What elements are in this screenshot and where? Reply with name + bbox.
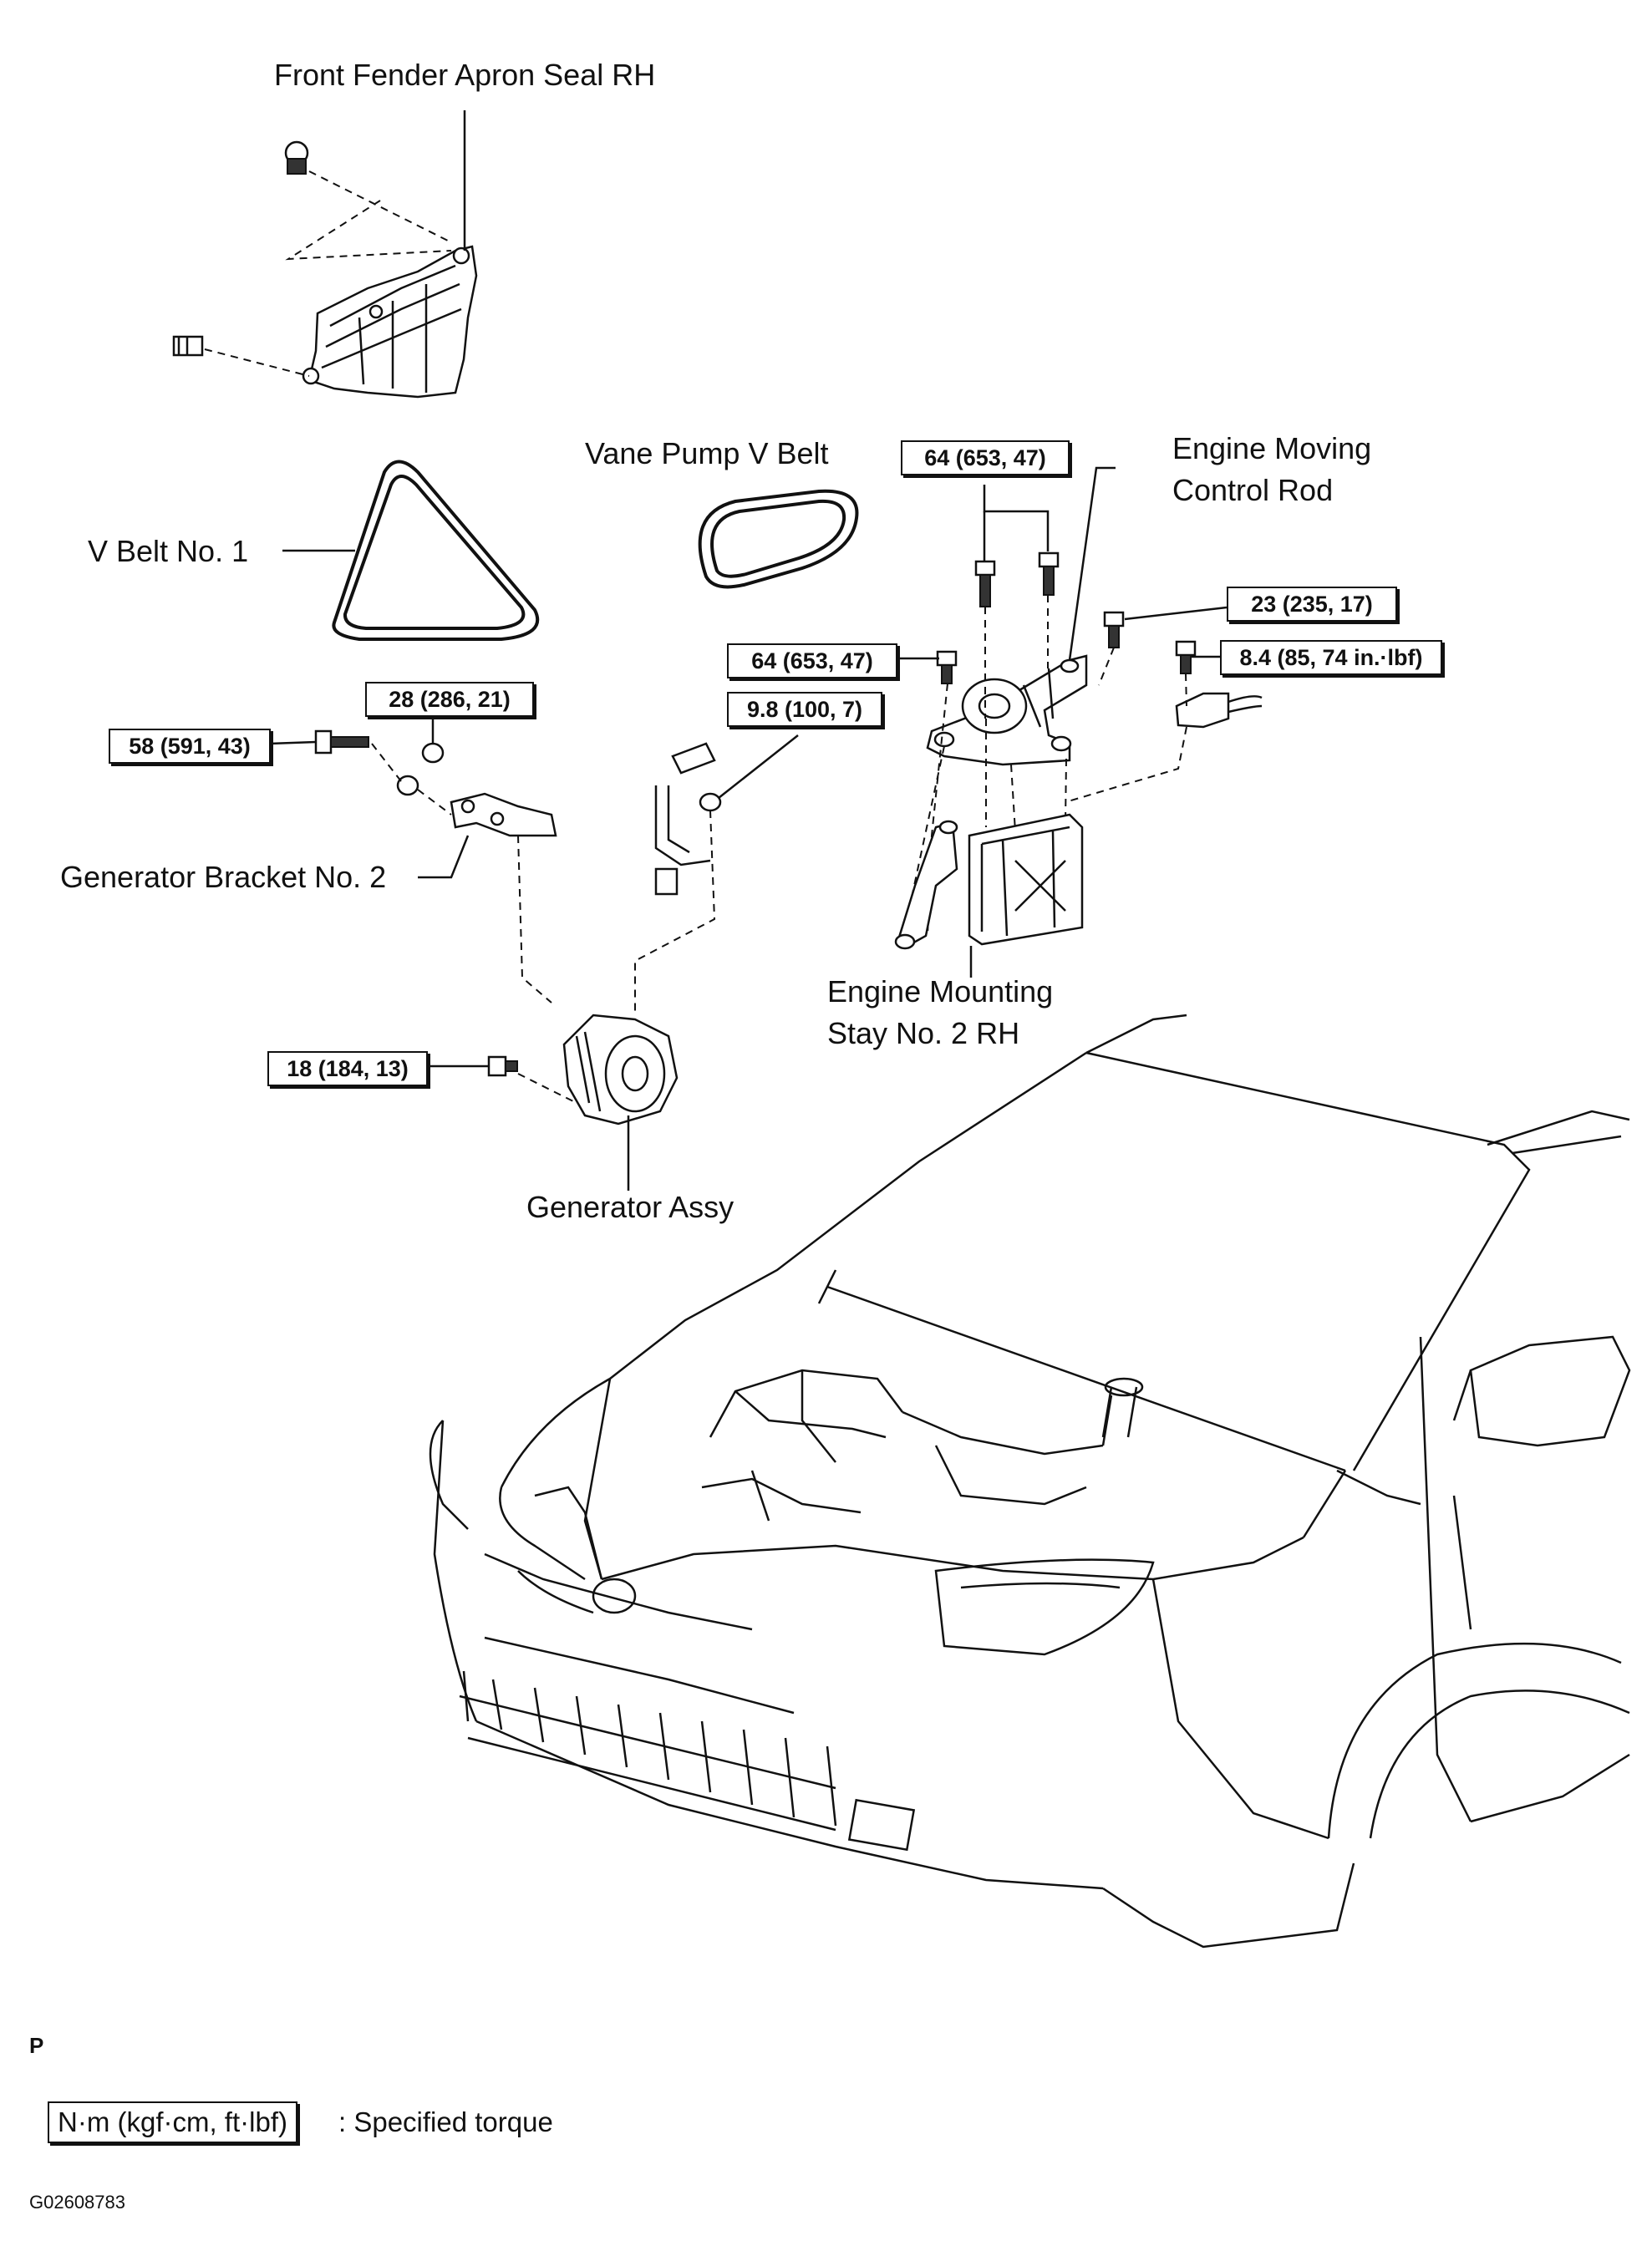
torque-box-connector-bolt: 8.4 (85, 74 in.·lbf) bbox=[1220, 640, 1442, 675]
corner-mark: P bbox=[29, 2033, 44, 2058]
nut-icon-bracket bbox=[396, 742, 445, 796]
nut-icon-terminal bbox=[699, 792, 722, 812]
figure-code: G02608783 bbox=[29, 2192, 125, 2213]
label-engine-moving-control-rod-line2: Control Rod bbox=[1172, 473, 1334, 507]
label-generator-assy: Generator Assy bbox=[526, 1190, 735, 1224]
bolt-icon-stay bbox=[936, 650, 958, 684]
torque-box-terminal-nut: 9.8 (100, 7) bbox=[727, 692, 882, 727]
v-belt-no1-part bbox=[332, 460, 540, 641]
vehicle-front-body bbox=[429, 1014, 1631, 1949]
bolt-icon-connector bbox=[1175, 640, 1197, 674]
connector-part bbox=[1175, 692, 1263, 729]
torque-box-stay-bolt: 64 (653, 47) bbox=[727, 643, 897, 678]
label-engine-mounting-stay-line1: Engine Mounting bbox=[827, 974, 1054, 1009]
label-generator-bracket-no2: Generator Bracket No. 2 bbox=[60, 860, 387, 894]
vane-pump-v-belt-part bbox=[698, 489, 859, 589]
generator-bracket-part bbox=[450, 792, 557, 837]
engine-mounting-stay-part bbox=[894, 813, 1084, 950]
front-fender-apron-seal-part bbox=[302, 245, 478, 399]
bolt-icon-bracket bbox=[314, 729, 369, 755]
bolt-icon-rod-2 bbox=[1038, 551, 1060, 596]
torque-box-control-rod-right: 23 (235, 17) bbox=[1227, 587, 1397, 622]
label-engine-mounting-stay-line2: Stay No. 2 RH bbox=[827, 1016, 1020, 1050]
engine-moving-control-rod-part bbox=[926, 654, 1088, 766]
torque-box-generator-bolt: 18 (184, 13) bbox=[267, 1051, 428, 1086]
bolt-icon-rod-3 bbox=[1103, 611, 1125, 648]
label-front-fender-apron-seal: Front Fender Apron Seal RH bbox=[274, 58, 656, 92]
label-engine-moving-control-rod-line1: Engine Moving bbox=[1172, 431, 1372, 465]
bolt-icon-generator bbox=[487, 1055, 518, 1077]
torque-box-control-rod-top: 64 (653, 47) bbox=[901, 440, 1070, 475]
label-vane-pump-v-belt: Vane Pump V Belt bbox=[585, 436, 829, 470]
clip-icon-lower bbox=[172, 335, 204, 357]
generator-assy-part bbox=[562, 1014, 679, 1126]
torque-box-bracket-nut: 28 (286, 21) bbox=[365, 682, 534, 717]
legend-description: : Specified torque bbox=[338, 2106, 553, 2137]
label-v-belt-no1: V Belt No. 1 bbox=[88, 534, 249, 568]
clip-icon-upper bbox=[284, 140, 309, 175]
bolt-icon-rod-1 bbox=[974, 560, 996, 607]
legend-unit-box: N·m (kgf·cm, ft·lbf) bbox=[48, 2101, 297, 2143]
torque-box-bracket-bolt: 58 (591, 43) bbox=[109, 729, 271, 764]
wire-harness-part bbox=[654, 742, 716, 896]
